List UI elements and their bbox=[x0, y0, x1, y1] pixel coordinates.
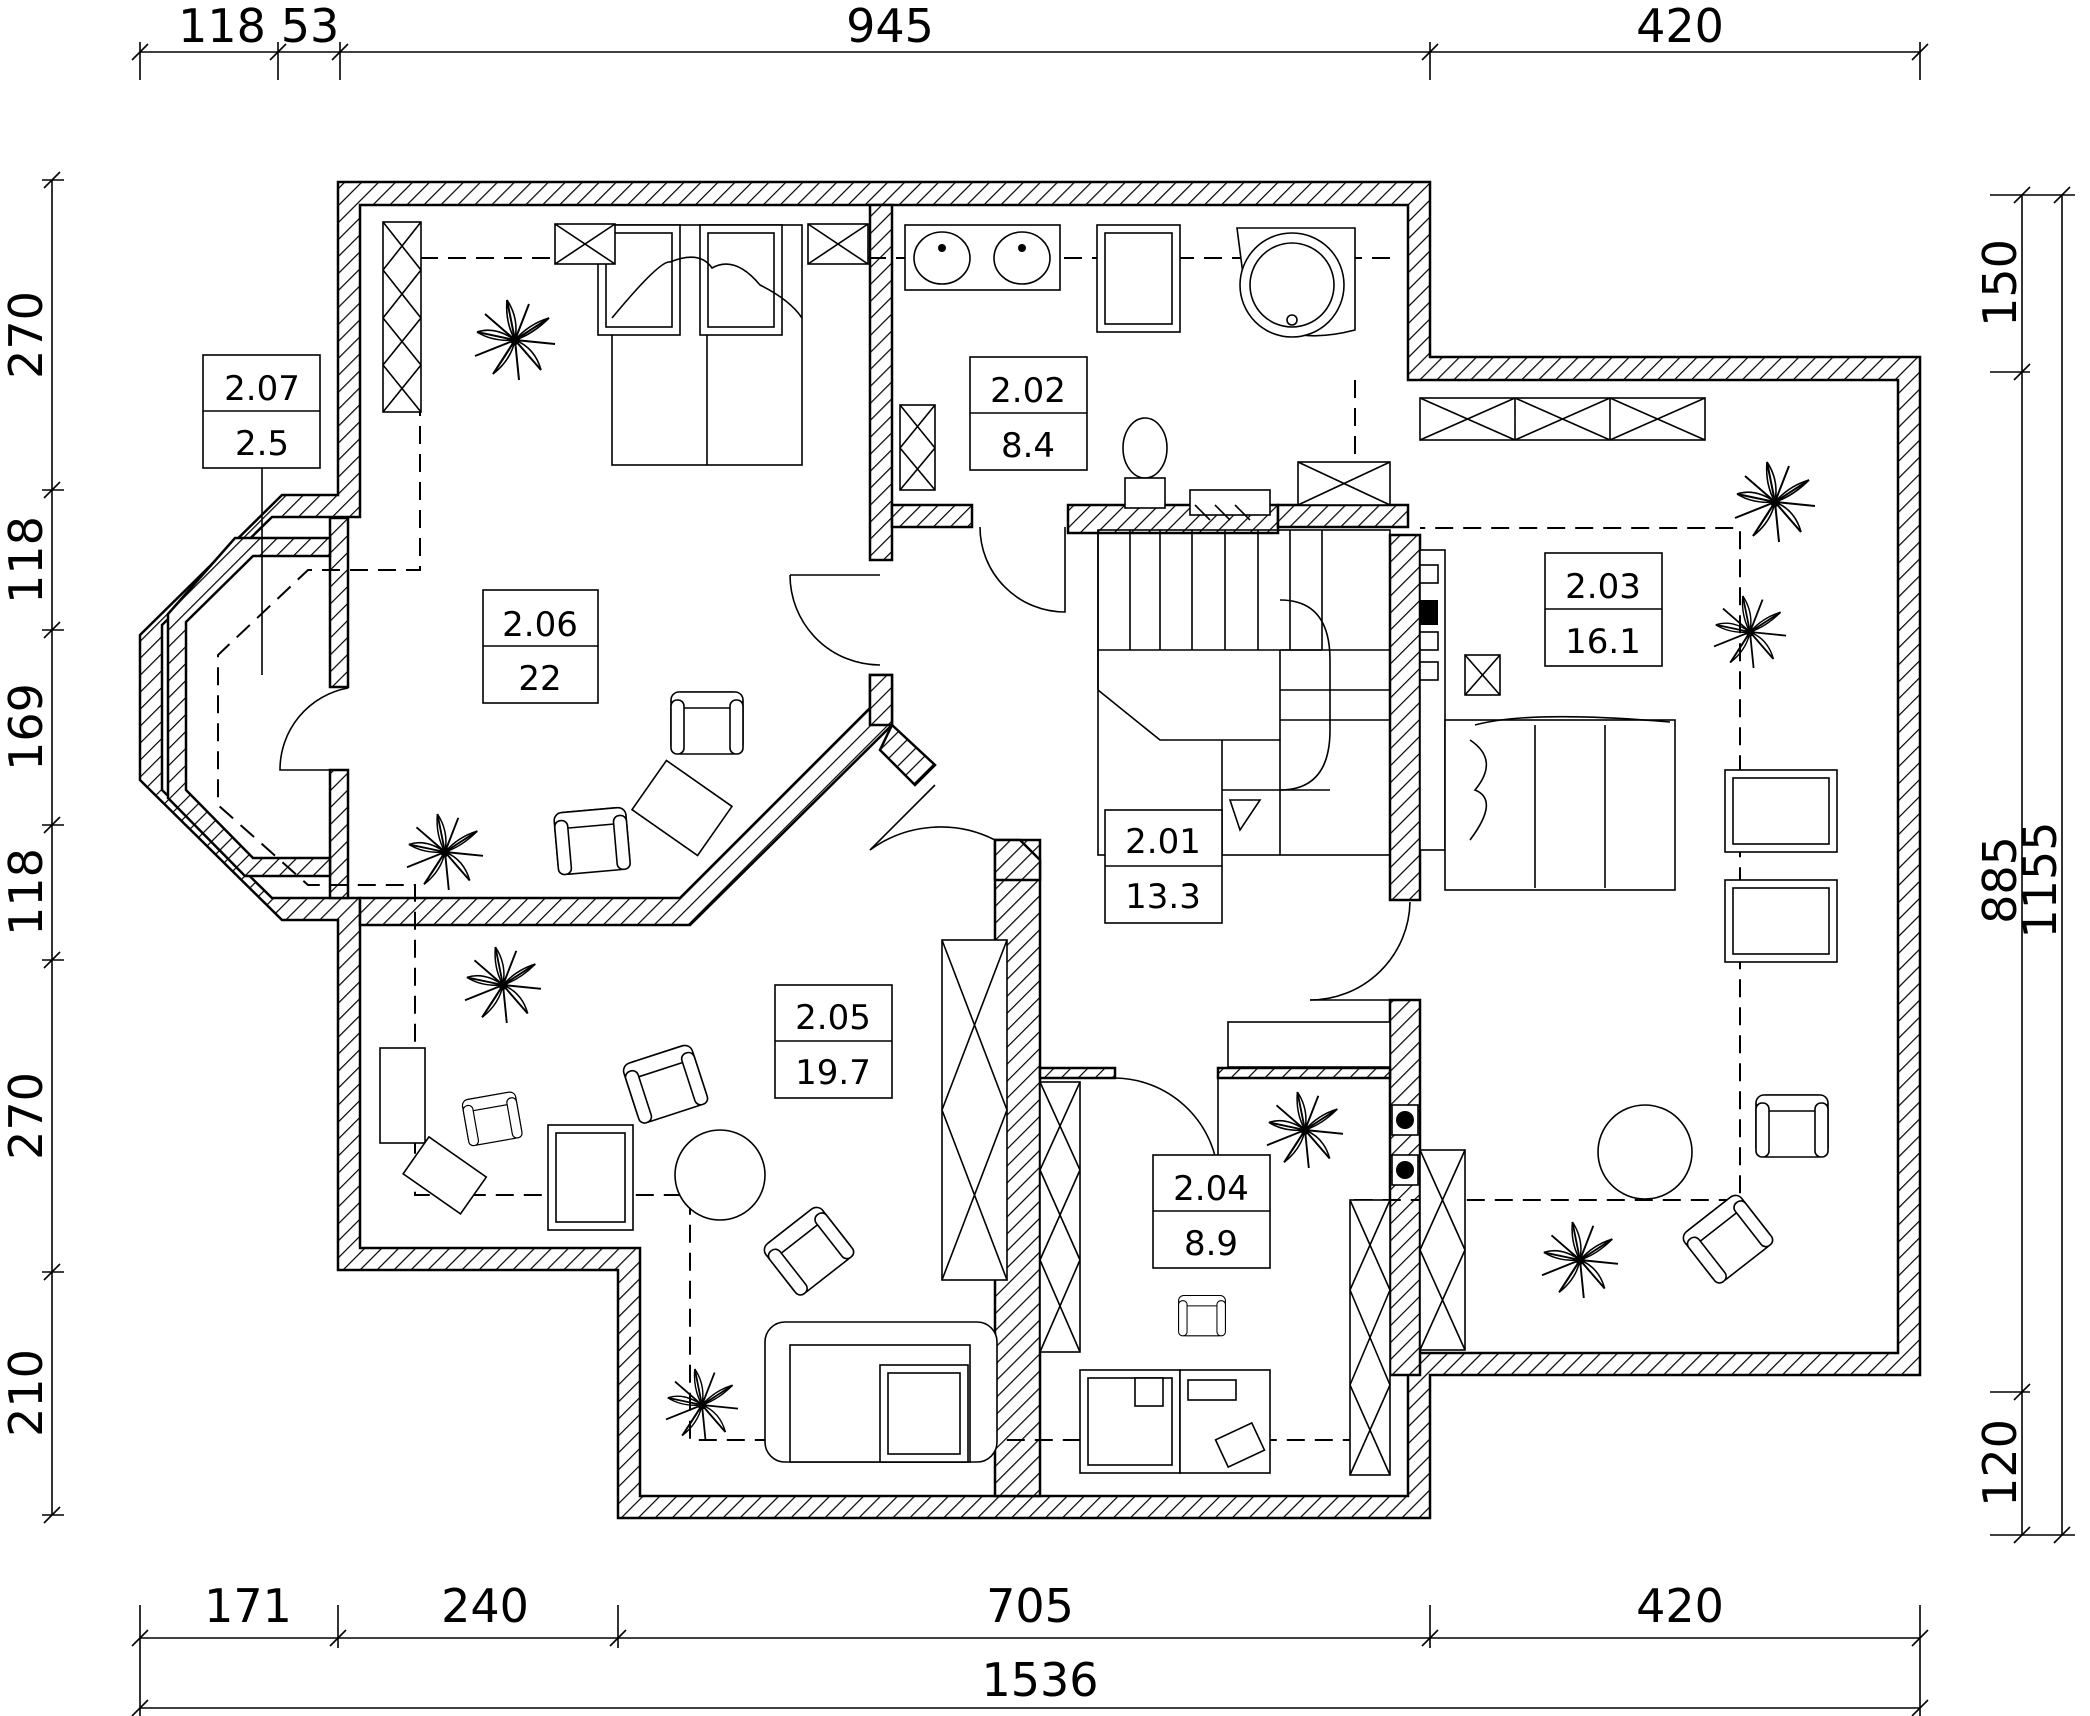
dim-top-3: 945 bbox=[846, 0, 934, 53]
dim-bottom-1: 171 bbox=[204, 1579, 292, 1633]
room-2-02-id: 2.02 bbox=[990, 371, 1066, 411]
room-2-04-id: 2.04 bbox=[1173, 1169, 1249, 1209]
room-2-06-area: 22 bbox=[518, 659, 561, 699]
room-label-2-04: 2.04 8.9 bbox=[1152, 1154, 1271, 1269]
dim-right-2: 885 bbox=[1973, 836, 2027, 924]
room-2-01-area: 13.3 bbox=[1125, 877, 1201, 917]
room-2-03-id: 2.03 bbox=[1565, 567, 1641, 607]
dim-left-4: 118 bbox=[0, 848, 53, 936]
room-label-2-05: 2.05 19.7 bbox=[774, 984, 893, 1099]
room-2-01-id: 2.01 bbox=[1125, 822, 1201, 862]
room-2-06-furniture bbox=[279, 221, 881, 891]
room-2-02-area: 8.4 bbox=[1001, 426, 1055, 466]
dim-overall: 1536 bbox=[981, 1653, 1098, 1707]
room-2-05-furniture bbox=[379, 946, 998, 1463]
room-2-03-area: 16.1 bbox=[1565, 622, 1641, 662]
hall-bench bbox=[1227, 1021, 1391, 1068]
interior-walls bbox=[166, 203, 1422, 1498]
room-2-07-area: 2.5 bbox=[235, 424, 289, 464]
room-label-2-03: 2.03 16.1 bbox=[1544, 552, 1663, 667]
room-2-04-area: 8.9 bbox=[1184, 1224, 1238, 1264]
dim-bottom-3: 705 bbox=[986, 1579, 1074, 1633]
dim-bottom-2: 240 bbox=[441, 1579, 529, 1633]
dim-left-3: 169 bbox=[0, 683, 53, 771]
room-label-2-07: 2.07 2.5 bbox=[202, 354, 321, 675]
room-2-03-furniture bbox=[1309, 397, 1838, 1351]
dim-right-4: 120 bbox=[1973, 1419, 2027, 1507]
dim-bottom-4: 420 bbox=[1636, 1579, 1724, 1633]
hall-cabinet bbox=[941, 939, 1008, 1281]
dim-top-1: 118 bbox=[178, 0, 266, 53]
dim-top-4: 420 bbox=[1636, 0, 1724, 53]
dim-right-1: 150 bbox=[1973, 239, 2027, 327]
hall-door-2-05 bbox=[869, 784, 996, 851]
room-label-2-02: 2.02 8.4 bbox=[969, 356, 1088, 471]
room-label-2-01: 2.01 13.3 bbox=[1104, 809, 1223, 924]
room-2-05-area: 19.7 bbox=[795, 1053, 871, 1093]
room-2-06-id: 2.06 bbox=[502, 605, 578, 645]
dim-left-2: 118 bbox=[0, 516, 53, 604]
dim-right-3: 1155 bbox=[2013, 821, 2067, 938]
staircase bbox=[1097, 529, 1391, 856]
dim-top-2: 53 bbox=[281, 0, 340, 53]
room-2-02-furniture bbox=[899, 224, 1391, 613]
room-2-05-id: 2.05 bbox=[795, 998, 871, 1038]
dim-left-6: 210 bbox=[0, 1349, 53, 1437]
room-label-2-06: 2.06 22 bbox=[482, 589, 599, 704]
room-2-07-id: 2.07 bbox=[224, 369, 300, 409]
dim-left-5: 270 bbox=[0, 1072, 53, 1160]
room-2-04-furniture bbox=[1039, 1077, 1419, 1476]
dimension-lines bbox=[42, 42, 2075, 1716]
dim-left-1: 270 bbox=[0, 291, 53, 379]
